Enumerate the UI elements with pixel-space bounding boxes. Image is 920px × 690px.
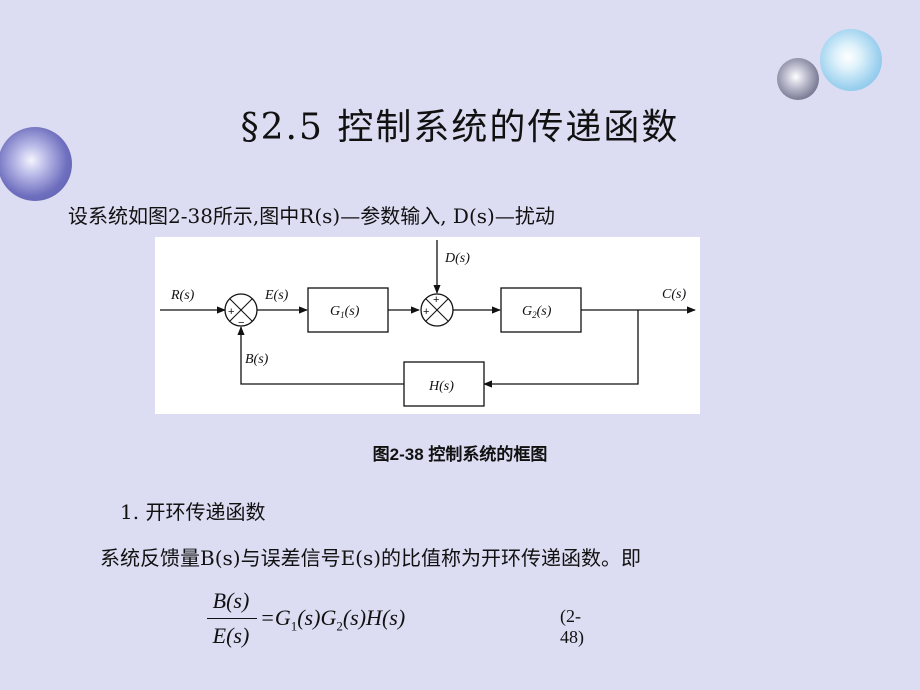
decorative-orb-left	[0, 127, 72, 201]
block-g1	[307, 287, 389, 333]
sum1-plus-sign: +	[228, 306, 234, 318]
block-g2-label: G2(s)	[522, 304, 552, 320]
formula-denominator: E(s)	[212, 623, 250, 648]
formula-numerator: B(s)	[212, 588, 250, 613]
formula-rhs: =G1(s)G2(s)H(s)	[260, 605, 406, 634]
decorative-orb-right-small	[777, 58, 819, 100]
block-g1-label: G1(s)	[330, 304, 360, 320]
slide-title: §2.5 控制系统的传递函数	[240, 107, 680, 148]
error-signal-label: E(s)	[264, 288, 289, 303]
intro-text: 设系统如图2-38所示,图中R(s)—参数输入, D(s)—扰动	[68, 204, 555, 228]
block-h-label: H(s)	[428, 379, 454, 394]
description-text: 系统反馈量B(s)与误差信号E(s)的比值称为开环传递函数。即	[100, 546, 642, 570]
fraction-bar	[207, 618, 257, 619]
disturbance-signal-label: D(s)	[444, 251, 470, 266]
decorative-orb-right-large	[820, 29, 882, 91]
feedback-path-in	[483, 310, 639, 388]
equation-number: (2-48)	[560, 606, 584, 647]
block-diagram-svg: R(s) + − E(s) G1(s) + + D(s)	[160, 240, 696, 407]
block-diagram: R(s) + − E(s) G1(s) + + D(s)	[155, 237, 700, 414]
feedback-signal-label: B(s)	[245, 352, 269, 367]
sum2-top-plus-sign: +	[433, 294, 439, 306]
figure-caption: 图2-38 控制系统的框图	[372, 445, 548, 464]
output-signal-label: C(s)	[662, 287, 686, 302]
section-heading: 1. 开环传递函数	[120, 500, 266, 524]
feedback-path-out	[237, 326, 404, 385]
input-signal-label: R(s)	[170, 288, 195, 303]
sum1-minus-sign: −	[238, 317, 244, 329]
sum2-left-plus-sign: +	[423, 306, 429, 318]
